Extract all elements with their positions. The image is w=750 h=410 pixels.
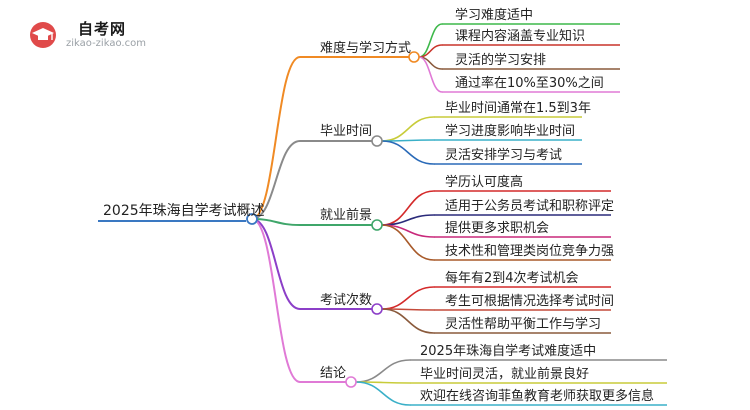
graduation-cap-icon bbox=[30, 22, 56, 48]
leaf-label: 毕业时间灵活，就业前景良好 bbox=[420, 367, 590, 382]
leaf-connector bbox=[381, 286, 435, 310]
root-node bbox=[246, 213, 258, 225]
leaf-label: 灵活的学习安排 bbox=[455, 53, 547, 68]
leaf-connector bbox=[381, 224, 435, 261]
branch-employment-label: 就业前景 bbox=[320, 208, 373, 223]
leaf-label: 灵活安排学习与考试 bbox=[445, 148, 563, 163]
leaf-label: 适用于公务员考试和职称评定 bbox=[445, 199, 615, 214]
branch-conclusion-label: 结论 bbox=[320, 366, 347, 381]
leaf-connector bbox=[381, 116, 435, 142]
leaf-label: 学习进度影响毕业时间 bbox=[445, 124, 576, 139]
leaf-label: 灵活性帮助平衡工作与学习 bbox=[445, 317, 602, 332]
leaf-connector bbox=[418, 56, 443, 93]
leaf-label: 通过率在10%至30%之间 bbox=[455, 76, 604, 91]
leaf-label: 学历认可度高 bbox=[445, 175, 524, 190]
branch-connector bbox=[251, 218, 301, 383]
branch-node bbox=[371, 219, 383, 231]
branch-difficulty-label: 难度与学习方式 bbox=[320, 41, 412, 56]
site-logo[interactable]: 自考网 zikao-zikao.com bbox=[28, 18, 178, 54]
branch-node bbox=[345, 376, 357, 388]
leaf-label: 考生可根据情况选择考试时间 bbox=[445, 294, 615, 309]
leaf-label: 学习难度适中 bbox=[455, 8, 534, 23]
leaf-label: 提供更多求职机会 bbox=[445, 221, 550, 236]
root-topic: 2025年珠海自学考试概述 bbox=[103, 203, 265, 219]
leaf-connector bbox=[381, 140, 435, 165]
leaf-connector bbox=[355, 359, 411, 383]
leaf-label: 毕业时间通常在1.5到3年 bbox=[445, 101, 591, 116]
branch-node bbox=[371, 135, 383, 147]
leaf-label: 每年有2到4次考试机会 bbox=[445, 271, 579, 286]
leaf-connector bbox=[355, 381, 411, 406]
leaf-label: 2025年珠海自学考试难度适中 bbox=[420, 344, 597, 359]
branch-graduation-label: 毕业时间 bbox=[320, 124, 373, 139]
logo-title: 自考网 bbox=[78, 20, 127, 38]
branch-connector bbox=[251, 56, 301, 220]
branch-node bbox=[408, 51, 420, 63]
branch-node bbox=[371, 303, 383, 315]
logo-url: zikao-zikao.com bbox=[66, 38, 146, 49]
branch-connector bbox=[251, 140, 301, 220]
leaf-label: 技术性和管理类岗位竞争力强 bbox=[445, 244, 615, 259]
branch-connector bbox=[251, 218, 301, 310]
leaf-label: 课程内容涵盖专业知识 bbox=[455, 29, 586, 44]
leaf-connector bbox=[381, 308, 435, 334]
branch-exam-count-label: 考试次数 bbox=[320, 293, 373, 308]
leaf-label: 欢迎在线咨询菲鱼教育老师获取更多信息 bbox=[420, 389, 655, 404]
